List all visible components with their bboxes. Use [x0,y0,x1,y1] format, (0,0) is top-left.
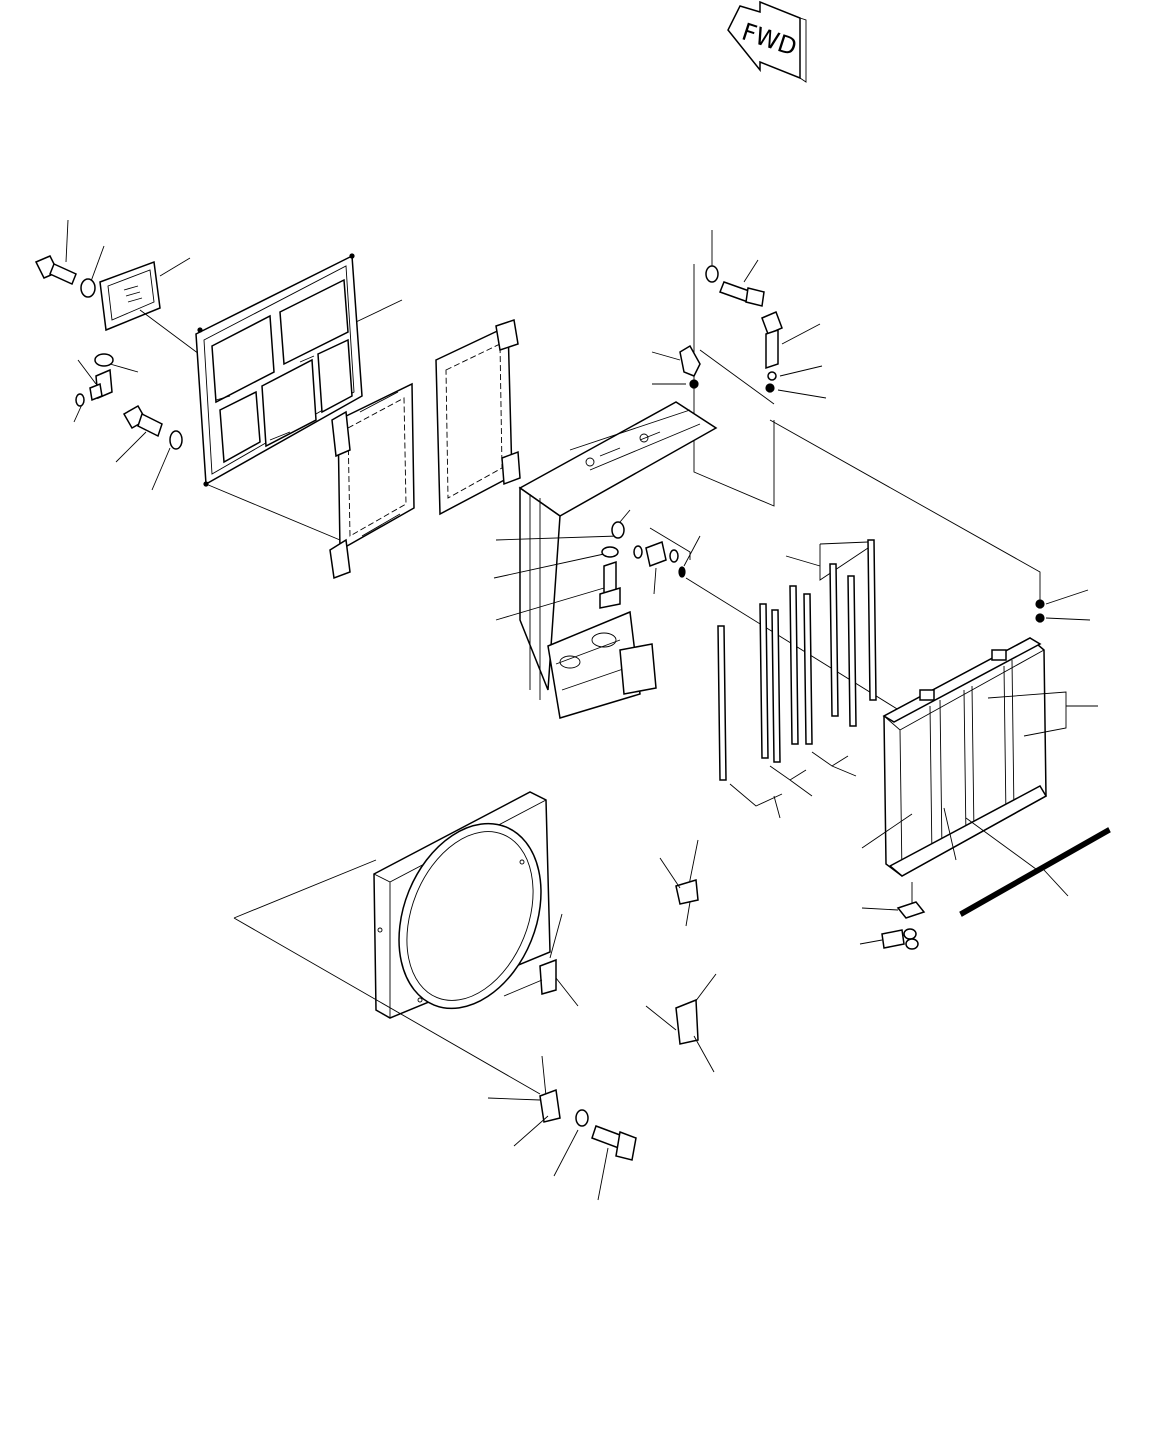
nut-icon [767,371,777,381]
nut-icon [678,566,686,578]
upper-left-cover-group [34,219,403,491]
shroud-brackets [487,839,717,1201]
nut-icon [1035,599,1045,609]
spacer-icon [645,540,667,568]
washer-icon [169,430,183,450]
washer-icon [765,383,775,393]
seal-strips [717,539,877,819]
radiator-frame-panel [195,253,363,541]
washer-icon [705,265,719,283]
bracket-icon [675,879,699,905]
bolt-icon [719,281,765,307]
elbow-fitting-icon [89,368,113,402]
access-cover-icon [99,260,161,332]
bolt-icon [591,1125,637,1161]
pad-icon [896,901,926,919]
bracket-icon [539,958,557,995]
aftercooler-core [329,382,415,580]
upper-right-bolt-group [651,230,827,507]
mounting-bracket-icon [651,344,701,377]
washer-icon [80,278,96,298]
nut-icon [689,379,699,389]
washer-icon [575,1109,589,1127]
radiator-core-assembly [769,419,1111,950]
small-o-ring-icon [75,393,85,407]
chassis-frame [518,401,718,719]
washer-icon [669,549,679,563]
bolt-icon [122,404,163,438]
seal-strip-icon [717,539,877,781]
nut-icon [611,521,625,539]
washer-icon [1035,613,1045,623]
fwd-direction-arrow: FWD [727,0,807,83]
oil-cooler-core [435,319,521,516]
washer-icon [633,545,643,559]
washer-icon [601,546,619,558]
bolt-icon [761,311,783,370]
bolt-icon [34,255,77,286]
clip-icon [881,929,905,949]
seal-strip-icon [959,827,1111,917]
fan-shroud [233,791,551,1095]
o-ring-icon [94,353,114,367]
bracket-icon [539,1088,561,1123]
bolt-icon [599,560,621,609]
bracket-icon [675,998,699,1045]
